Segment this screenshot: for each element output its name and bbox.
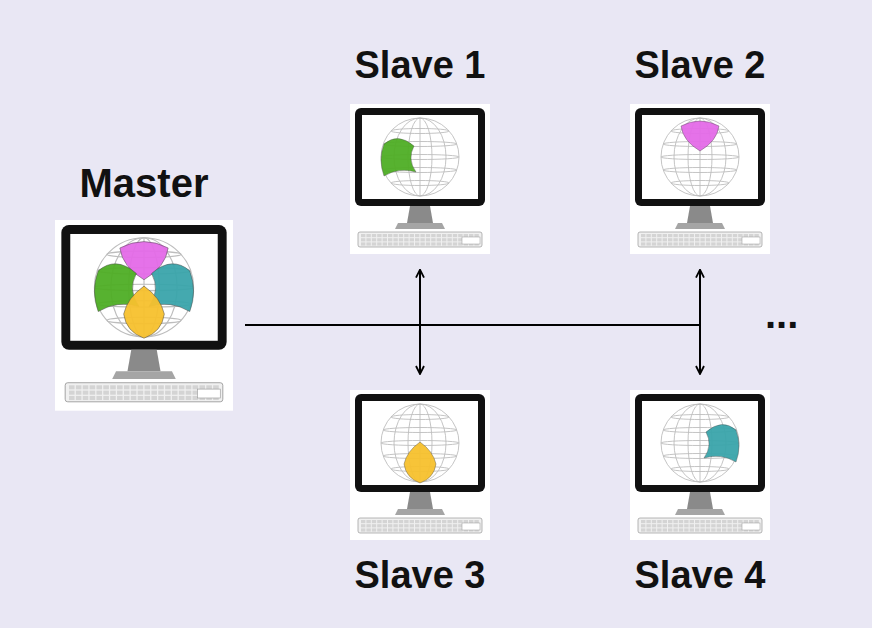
bus-connector — [245, 270, 420, 325]
node-label: Master — [0, 160, 293, 206]
node-label: Slave 2 — [570, 44, 830, 88]
bus-connector — [245, 270, 700, 325]
bus-connector — [245, 325, 420, 374]
bus-connector — [245, 325, 700, 374]
node-label: Slave 4 — [570, 554, 830, 598]
computer-node: Slave 1 — [350, 44, 490, 254]
computer-node: Slave 3 — [350, 390, 490, 598]
monitor-icon — [630, 104, 770, 254]
node-label: Slave 1 — [290, 44, 550, 88]
monitor-icon — [630, 390, 770, 540]
monitor-icon — [350, 104, 490, 254]
monitor-icon — [350, 390, 490, 540]
monitor-icon — [55, 220, 233, 411]
ellipsis-label: ... — [765, 292, 798, 337]
computer-node: Slave 4 — [630, 390, 770, 598]
computer-node: Master — [55, 160, 233, 411]
computer-node: Slave 2 — [630, 44, 770, 254]
node-label: Slave 3 — [290, 554, 550, 598]
